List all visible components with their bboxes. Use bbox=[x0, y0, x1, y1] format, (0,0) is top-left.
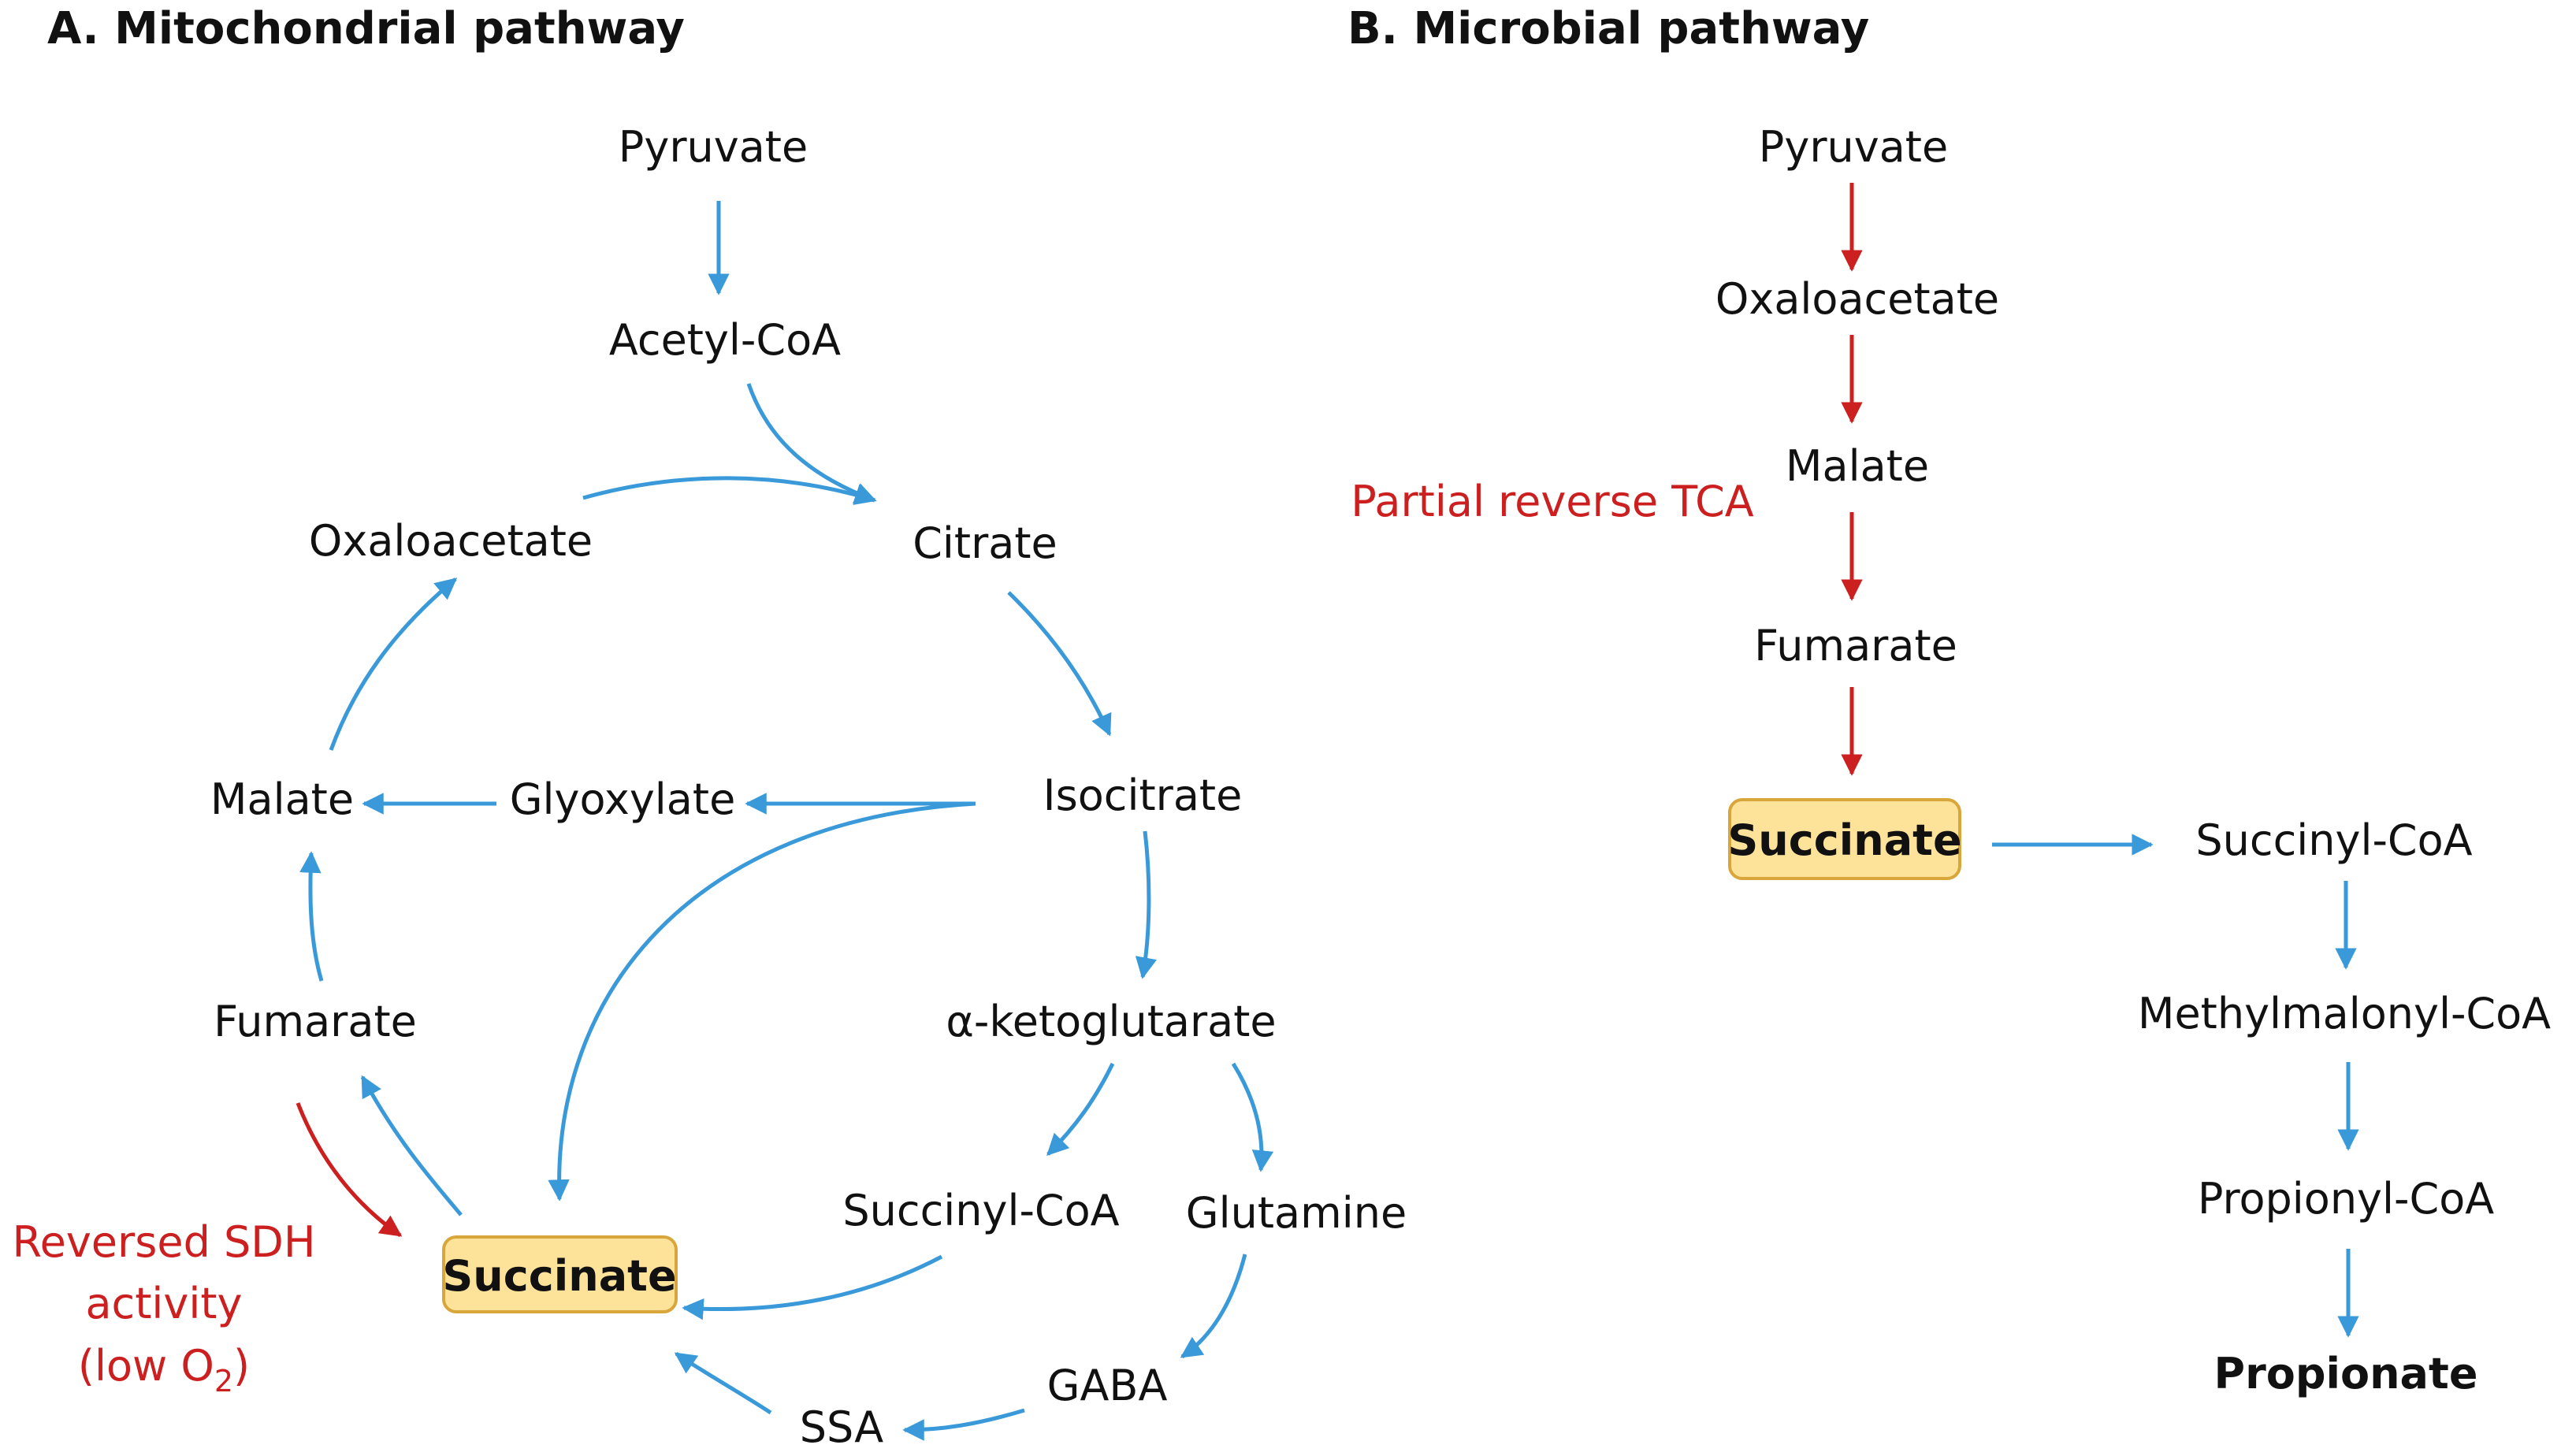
arrow-oxaloacetate-to-citrate bbox=[582, 476, 877, 505]
node-b-pyruvate: Pyruvate bbox=[1759, 122, 1948, 172]
node-b-methylmalonyl-coa: Methylmalonyl-CoA bbox=[2138, 989, 2551, 1038]
arrow-isocitrate-to-alpha-ketoglutarate bbox=[1135, 830, 1157, 979]
node-b-fumarate: Fumarate bbox=[1754, 621, 1957, 670]
node-b-propionate: Propionate bbox=[2214, 1349, 2478, 1398]
arrow-isocitrate-to-succinate bbox=[548, 801, 976, 1202]
panel-b-title: B. Microbial pathway bbox=[1347, 3, 1869, 54]
arrow-acetyl-coa-to-citrate bbox=[746, 383, 877, 504]
node-pyruvate: Pyruvate bbox=[619, 122, 808, 172]
arrow-citrate-to-isocitrate bbox=[1007, 591, 1112, 737]
arrow-succinyl-coa-to-succinate bbox=[682, 1254, 943, 1320]
node-glyoxylate: Glyoxylate bbox=[510, 774, 736, 824]
annotation-reversed-sdh-line1: Reversed SDH bbox=[13, 1217, 316, 1267]
node-alpha-ketoglutarate: α-ketoglutarate bbox=[946, 997, 1276, 1046]
succinate-box bbox=[442, 1235, 678, 1313]
node-b-succinyl-coa: Succinyl-CoA bbox=[2195, 815, 2472, 865]
panel-b: B. Microbial pathway Pyruvate Oxaloaceta… bbox=[1347, 3, 2551, 1398]
arrow-malate-to-oxaloacetate bbox=[329, 578, 458, 751]
arrow-reversed-sdh bbox=[296, 1102, 403, 1238]
annotation-partial-reverse-tca: Partial reverse TCA bbox=[1351, 477, 1754, 526]
node-succinyl-coa: Succinyl-CoA bbox=[842, 1186, 1119, 1235]
node-oxaloacetate: Oxaloacetate bbox=[309, 516, 593, 566]
annotation-reversed-sdh-line2: activity bbox=[85, 1279, 242, 1328]
arrow-fumarate-to-malate bbox=[299, 851, 324, 982]
panel-a-title: A. Mitochondrial pathway bbox=[47, 3, 685, 54]
arrow-gaba-to-ssa bbox=[902, 1408, 1025, 1441]
arrow-ssa-to-succinate bbox=[674, 1351, 772, 1415]
node-b-malate: Malate bbox=[1786, 441, 1929, 491]
arrow-alpha-ketoglutarate-to-glutamine bbox=[1231, 1062, 1274, 1172]
node-isocitrate: Isocitrate bbox=[1043, 771, 1243, 820]
node-fumarate: Fumarate bbox=[214, 997, 417, 1046]
node-succinate: Succinate bbox=[442, 1251, 676, 1301]
node-gaba: GABA bbox=[1047, 1361, 1168, 1410]
arrow-alpha-ketoglutarate-to-succinyl-coa bbox=[1046, 1062, 1115, 1156]
panel-a: A. Mitochondrial pathway Pyruvate Acetyl… bbox=[13, 3, 1407, 1452]
node-glutamine: Glutamine bbox=[1186, 1188, 1407, 1238]
b-succinate-box bbox=[1728, 798, 1961, 880]
annotation-reversed-sdh-line3: (low O2) bbox=[78, 1341, 250, 1398]
arrow-succinate-to-fumarate bbox=[360, 1075, 463, 1216]
node-citrate: Citrate bbox=[913, 518, 1057, 568]
node-b-succinate: Succinate bbox=[1727, 815, 1961, 865]
node-malate: Malate bbox=[210, 774, 354, 824]
arrow-glutamine-to-gaba bbox=[1180, 1254, 1247, 1359]
node-ssa: SSA bbox=[800, 1402, 884, 1452]
node-b-propionyl-coa: Propionyl-CoA bbox=[2198, 1174, 2494, 1224]
node-b-oxaloacetate: Oxaloacetate bbox=[1715, 274, 1999, 324]
node-acetyl-coa: Acetyl-CoA bbox=[609, 315, 841, 365]
